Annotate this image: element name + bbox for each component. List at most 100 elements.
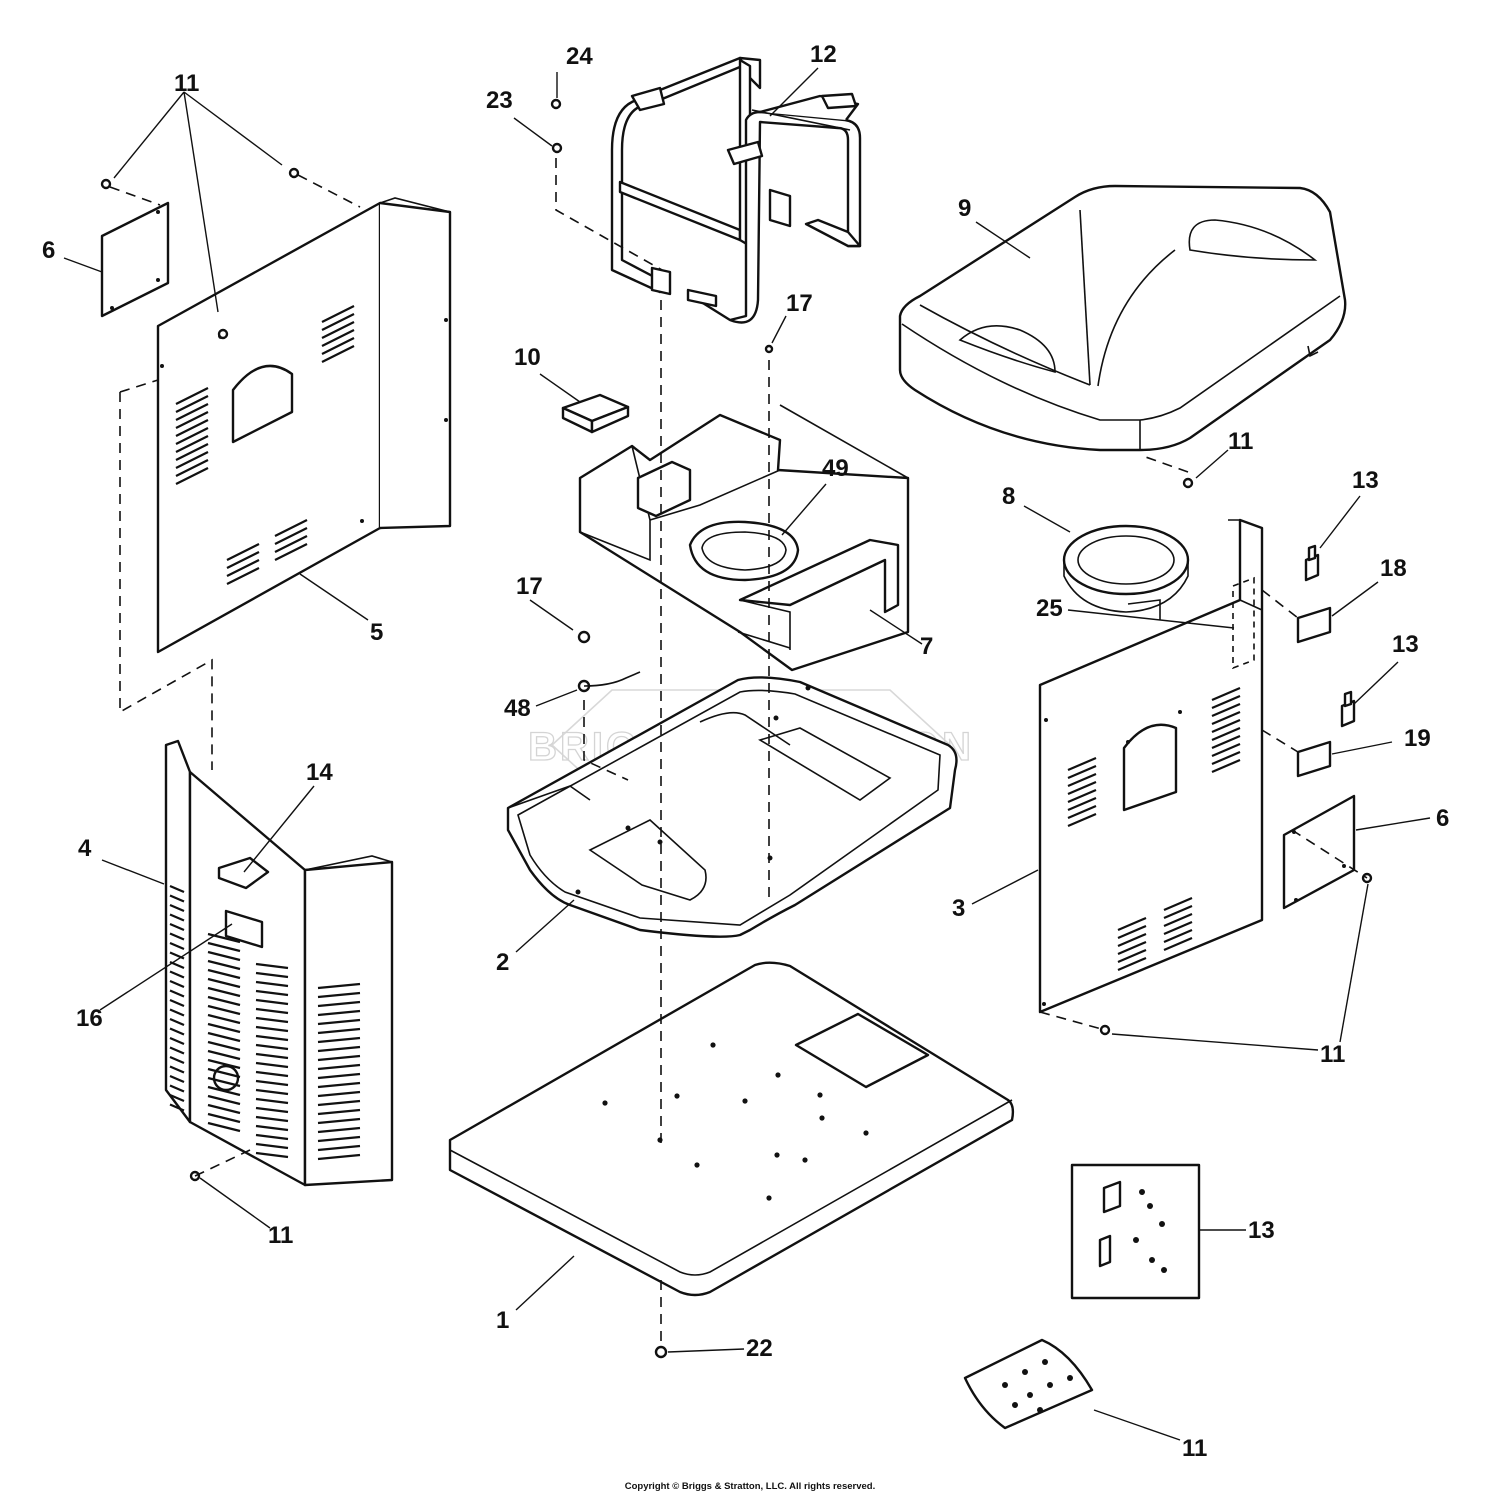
assembly-lines xyxy=(109,158,1368,1345)
vent-slot xyxy=(255,1097,289,1105)
decal-19 xyxy=(1296,740,1332,778)
vent-slot xyxy=(207,977,241,989)
vent-slot xyxy=(255,980,289,988)
callout-c11: 8 xyxy=(1002,483,1015,510)
switch-block xyxy=(561,393,630,434)
latch-13a xyxy=(1304,544,1320,582)
ring-gasket xyxy=(1062,524,1190,613)
vent-slot xyxy=(255,1079,289,1087)
vent-slot xyxy=(255,1043,289,1051)
vent-slot xyxy=(1067,780,1097,796)
callout-c7: 17 xyxy=(786,290,813,317)
vent-slot xyxy=(317,1081,361,1089)
vent-slot xyxy=(1211,694,1241,710)
vent-slot xyxy=(255,971,289,979)
vent-slot xyxy=(255,1142,289,1150)
vent-slot xyxy=(317,1135,361,1143)
vent-slot xyxy=(317,982,361,990)
vent-slot xyxy=(1211,686,1241,702)
callout-c22: 6 xyxy=(1436,805,1449,832)
vent-slot xyxy=(207,1121,241,1133)
mounting-holes xyxy=(602,1042,869,1201)
callout-c2: 24 xyxy=(566,43,593,70)
vent-slot xyxy=(169,894,185,903)
vent-slot xyxy=(207,995,241,1007)
vent-slots xyxy=(175,305,355,585)
callout-c10: 11 xyxy=(1228,428,1253,455)
vent-slot xyxy=(1067,772,1097,788)
vent-slot xyxy=(207,1103,241,1115)
mounting-hole xyxy=(742,1098,748,1104)
vent-slot xyxy=(1163,936,1193,952)
vent-slot xyxy=(207,1085,241,1097)
vent-slot xyxy=(1163,912,1193,928)
vent-slot xyxy=(317,1144,361,1152)
vent-slot xyxy=(207,1112,241,1124)
mounting-hole xyxy=(766,1195,772,1201)
vent-slot xyxy=(255,1124,289,1132)
vent-slot xyxy=(207,959,241,971)
callout-c12: 13 xyxy=(1352,467,1379,494)
vent-slot xyxy=(255,1007,289,1015)
mounting-hole xyxy=(863,1130,869,1136)
vent-slot xyxy=(169,1027,185,1036)
callout-c29: 13 xyxy=(1248,1217,1275,1244)
callout-c30: 1 xyxy=(496,1307,509,1334)
vent-slot xyxy=(169,1046,185,1055)
vent-slot xyxy=(207,1067,241,1079)
vent-slot xyxy=(1067,796,1097,812)
callout-c8: 10 xyxy=(514,344,541,371)
screws xyxy=(100,98,1373,1359)
vent-slot xyxy=(207,1013,241,1025)
vent-slot xyxy=(255,1034,289,1042)
vent-slot xyxy=(317,1072,361,1080)
vent-slot xyxy=(255,1052,289,1060)
vent-slot xyxy=(207,968,241,980)
callout-c16: 25 xyxy=(1036,595,1063,622)
vent-slot xyxy=(255,998,289,1006)
mounting-hole xyxy=(710,1042,716,1048)
vent-slot xyxy=(317,1090,361,1098)
vent-slot xyxy=(1211,742,1241,758)
vent-slot xyxy=(255,962,289,970)
vent-slot xyxy=(1211,702,1241,718)
vent-slot xyxy=(169,1084,185,1093)
vent-slot xyxy=(1067,756,1097,772)
vent-slot xyxy=(255,1133,289,1141)
vent-slot xyxy=(207,1022,241,1034)
vent-slot xyxy=(169,1055,185,1065)
mounting-hole xyxy=(694,1162,700,1168)
vent-slot xyxy=(1211,734,1241,750)
vent-slot xyxy=(1067,788,1097,804)
access-plate-left xyxy=(100,201,170,318)
mounting-hole xyxy=(674,1093,680,1099)
callout-c18: 13 xyxy=(1392,631,1419,658)
vent-slot xyxy=(255,1070,289,1078)
base-plate xyxy=(448,961,1015,1297)
vent-slot xyxy=(255,1016,289,1024)
vent-slot xyxy=(317,991,361,999)
mounting-hole xyxy=(817,1092,823,1098)
vent-slot xyxy=(317,1126,361,1134)
leader-lines xyxy=(63,67,1431,1441)
front-panel-left xyxy=(164,739,394,1187)
vent-slot xyxy=(1163,904,1193,920)
vent-slot xyxy=(207,986,241,998)
callout-c13: 18 xyxy=(1380,555,1407,582)
callout-c14: 5 xyxy=(370,619,383,646)
vent-slot xyxy=(317,1018,361,1026)
vent-slot xyxy=(207,1094,241,1106)
callout-c26: 16 xyxy=(76,1005,103,1032)
vent-slot xyxy=(255,1061,289,1069)
vent-slot xyxy=(169,998,185,1008)
mounting-hole xyxy=(657,1137,663,1143)
vent-slot xyxy=(255,1115,289,1123)
callout-c23: 4 xyxy=(78,835,92,862)
vent-slot xyxy=(317,1153,361,1161)
vent-slots xyxy=(1067,686,1241,972)
vent-slot xyxy=(169,922,185,932)
copyright-notice: Copyright © Briggs & Stratton, LLC. All … xyxy=(625,1481,876,1492)
vent-slot xyxy=(1117,932,1147,948)
latch-13b xyxy=(1340,690,1356,728)
